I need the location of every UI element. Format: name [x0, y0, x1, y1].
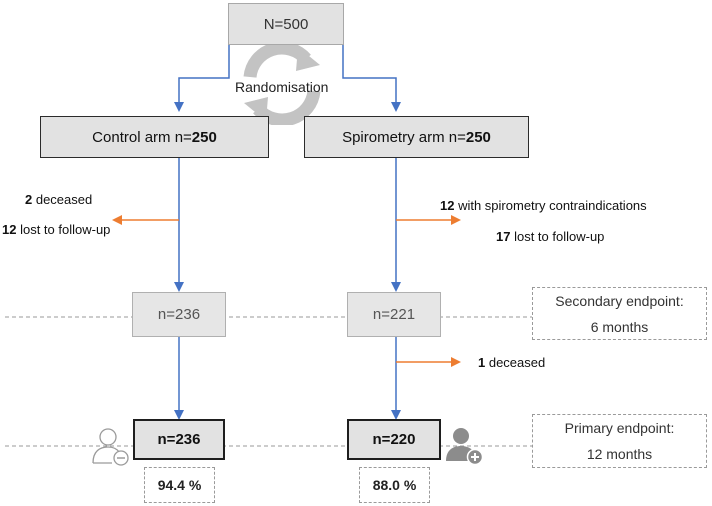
primary-endpoint-title: Primary endpoint:: [564, 420, 675, 436]
spirometry-arm-box: Spirometry arm n=250: [304, 116, 529, 158]
person-minus-icon: [92, 428, 129, 466]
spirometry-retention-percent: 88.0 %: [372, 477, 417, 493]
spirometry-mid-count: n=221: [372, 306, 416, 323]
spirometry-final-count: n=220: [372, 431, 416, 448]
control-exclusion-deceased: 2 deceased: [25, 192, 93, 207]
spirometry-arm-label: Spirometry arm n=250: [342, 128, 491, 146]
control-retention-percent: 94.4 %: [157, 477, 202, 493]
spirometry-exclusion-contraindications: 12 with spirometry contraindications: [440, 198, 647, 213]
spirometry-mid-box: n=221: [347, 292, 441, 337]
primary-endpoint-box: Primary endpoint: 12 months: [532, 414, 707, 468]
secondary-endpoint-title: Secondary endpoint:: [555, 292, 684, 309]
control-final-count: n=236: [157, 431, 201, 448]
spirometry-retention-percent-box: 88.0 %: [359, 467, 430, 503]
secondary-endpoint-time: 6 months: [590, 318, 649, 335]
randomisation-label: Randomisation: [235, 79, 329, 95]
primary-endpoint-time: 12 months: [586, 446, 653, 462]
arrow-to-control-arm: [174, 44, 230, 112]
person-plus-icon: [446, 428, 484, 466]
secondary-endpoint-box: Secondary endpoint: 6 months: [532, 287, 707, 340]
total-participants-box: N=500: [228, 3, 344, 45]
spirometry-final-box: n=220: [347, 419, 441, 460]
control-arm-box: Control arm n=250: [40, 116, 269, 158]
control-retention-percent-box: 94.4 %: [144, 467, 215, 503]
control-final-box: n=236: [133, 419, 225, 460]
control-arm-label: Control arm n=250: [92, 128, 217, 146]
control-mid-box: n=236: [132, 292, 226, 337]
control-exclusion-lost: 12 lost to follow-up: [2, 222, 111, 237]
total-participants: N=500: [263, 15, 309, 33]
spirometry-exclusion-lost: 17 lost to follow-up: [496, 229, 605, 244]
control-mid-count: n=236: [157, 306, 201, 323]
spirometry-exclusion-deceased: 1 deceased: [478, 355, 546, 370]
circular-arrows-icon: [243, 43, 321, 125]
arrow-to-spirometry-arm: [342, 44, 401, 112]
